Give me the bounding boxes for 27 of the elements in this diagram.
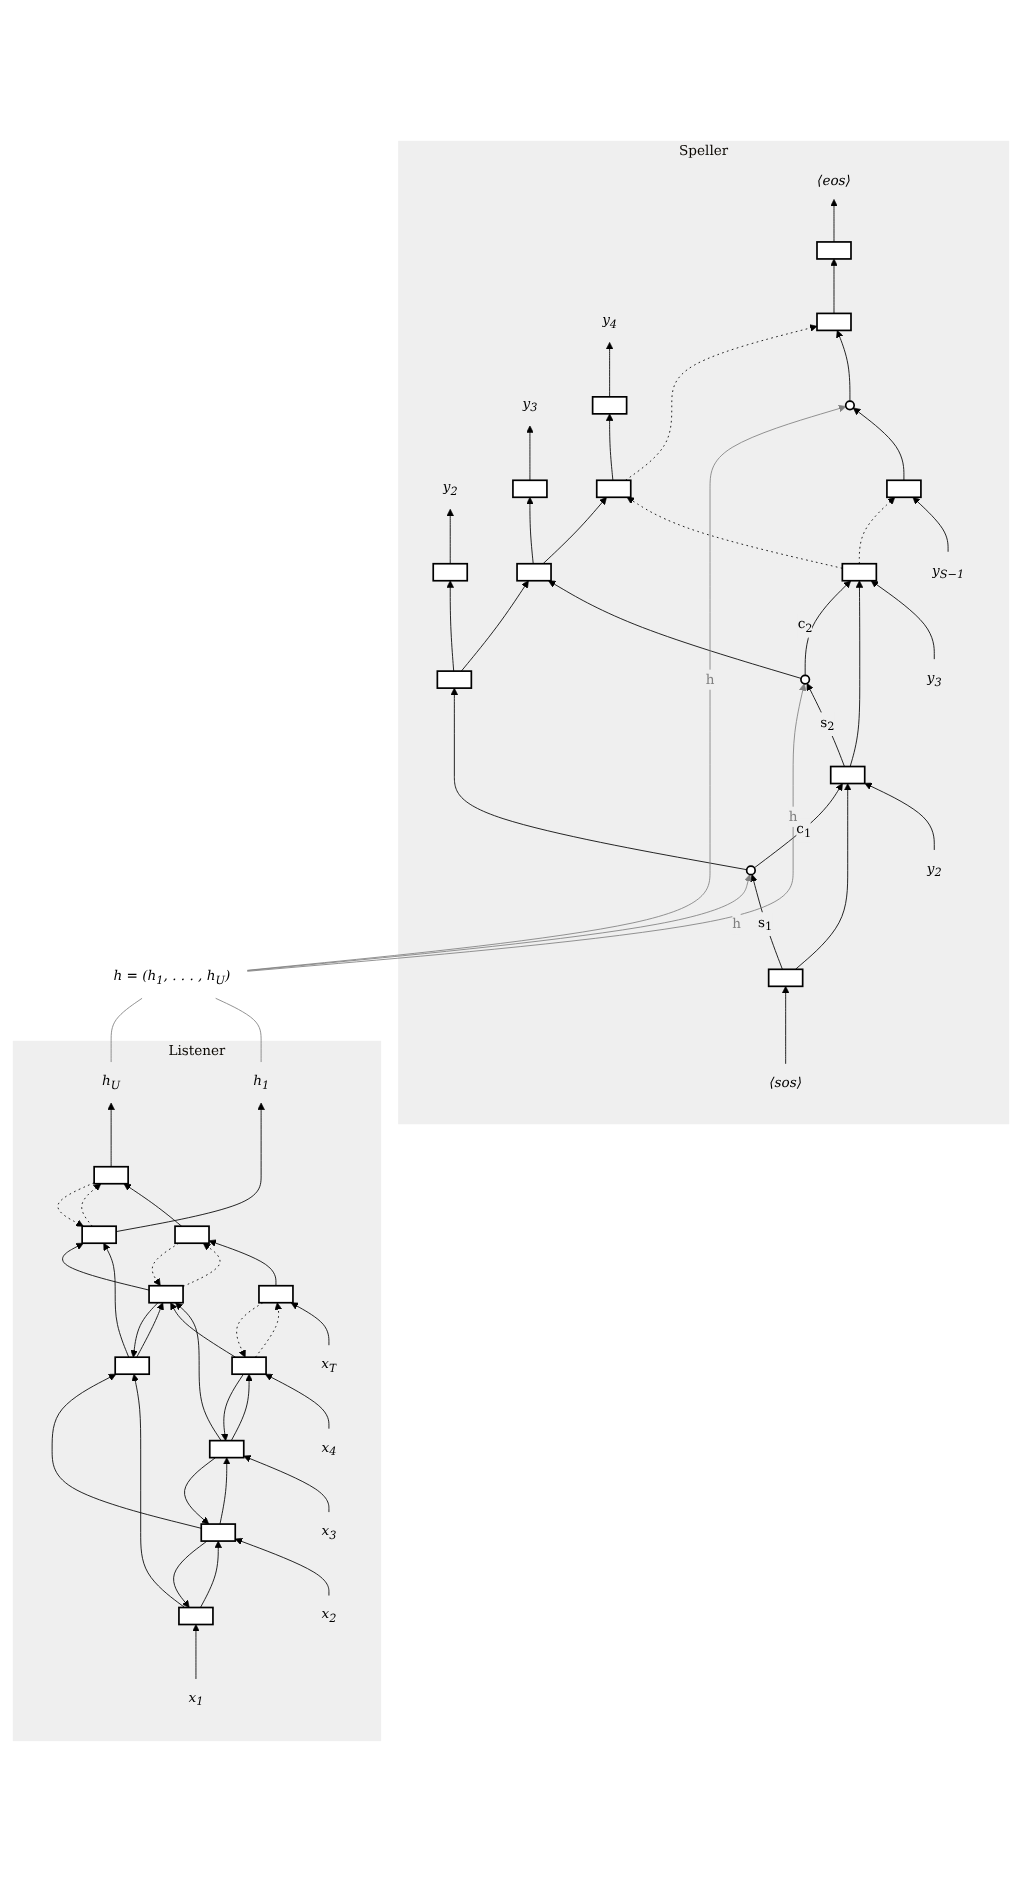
node-box <box>93 1164 129 1184</box>
connector <box>110 996 143 1062</box>
connector <box>215 996 262 1062</box>
node-box <box>841 561 878 581</box>
node-box <box>516 561 552 581</box>
node-box <box>829 764 866 784</box>
node-box <box>512 478 548 498</box>
node-box <box>767 967 804 987</box>
node-box <box>591 395 628 414</box>
node-circle <box>844 399 856 410</box>
node-box <box>816 240 852 259</box>
node-box <box>208 1438 245 1458</box>
node-box <box>816 311 852 331</box>
node-box <box>174 1224 210 1244</box>
node-box <box>258 1283 294 1303</box>
node-circle <box>745 864 756 875</box>
node-box <box>436 669 473 688</box>
node-box <box>114 1355 151 1375</box>
node-box <box>81 1224 117 1244</box>
node-box <box>148 1283 184 1303</box>
node-box <box>200 1522 237 1541</box>
node-box <box>178 1605 214 1625</box>
node-box <box>231 1355 267 1375</box>
node-box <box>432 561 469 581</box>
node-box <box>595 478 632 498</box>
node-circle <box>800 673 811 684</box>
node-box <box>886 478 922 498</box>
